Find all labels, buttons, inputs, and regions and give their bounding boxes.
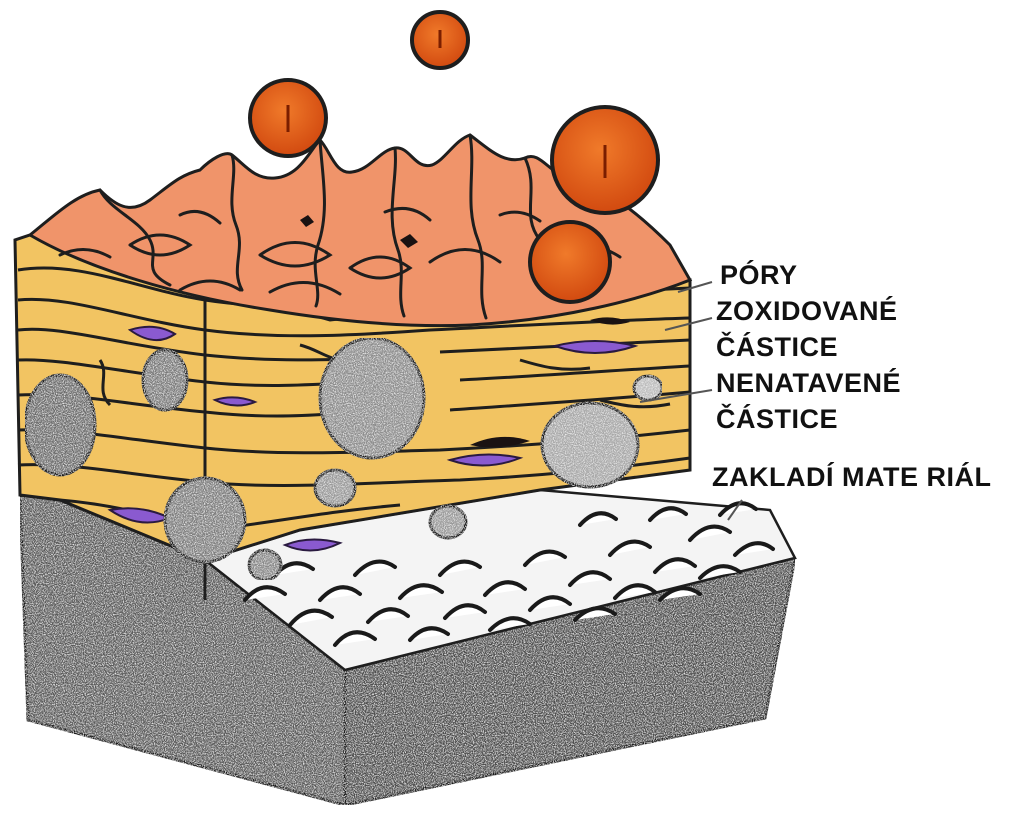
label-unmelted-particles-line2: ČÁSTICE — [716, 403, 838, 434]
labels: PÓRY ZOXIDOVANÉ ČÁSTICE NENATAVENÉ ČÁSTI… — [712, 259, 991, 492]
label-oxidized-particles-line2: ČÁSTICE — [716, 331, 838, 362]
label-substrate: ZAKLADÍ MATE RIÁL — [712, 461, 991, 492]
label-pores: PÓRY — [720, 259, 798, 290]
droplet-landing — [530, 222, 610, 302]
label-oxidized-particles-line1: ZOXIDOVANÉ — [716, 295, 898, 326]
label-unmelted-particles-line1: NENATAVENÉ — [716, 367, 901, 398]
